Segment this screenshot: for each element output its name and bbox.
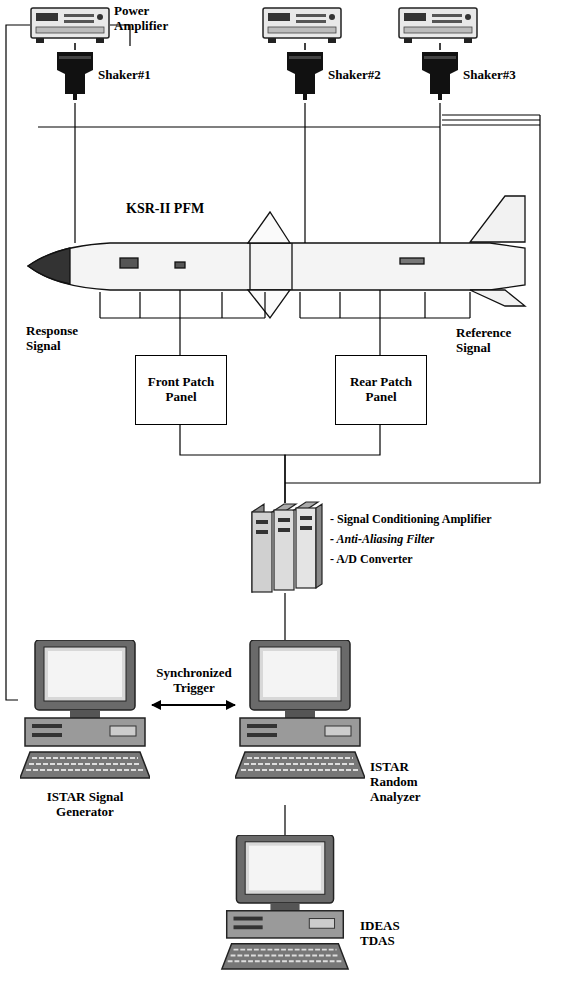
signal-line	[304, 103, 305, 243]
shaker: Shaker#1	[52, 48, 164, 103]
signal-line	[74, 103, 75, 243]
node-text: ISTAR Signal Generator	[28, 790, 142, 820]
signal-line	[152, 704, 235, 706]
edge-label: Synchronized Trigger	[144, 666, 244, 696]
shaker: Shaker#2	[282, 48, 394, 103]
node-text: Front Patch Panel	[140, 375, 222, 405]
rocket: KSR-II PFM	[28, 243, 525, 290]
signal-line	[379, 290, 380, 355]
node-text: ISTAR Random Analyzer	[370, 760, 450, 805]
node-text: Shaker#1	[98, 68, 151, 83]
node-text: Shaker#2	[328, 68, 381, 83]
node-text: - Anti-Aliasing Filter	[330, 533, 434, 547]
signal-line	[180, 425, 285, 503]
node-text: IDEAS TDAS	[360, 919, 430, 949]
node-text: - Signal Conditioning Amplifier	[330, 513, 492, 527]
amplifier-label: Power Amplifier	[114, 4, 186, 34]
computer: IDEAS TDAS	[220, 835, 520, 973]
patch-panel: Front Patch Panel	[135, 355, 227, 425]
node-text: - A/D Converter	[330, 553, 413, 567]
signal-label: Response Signal	[26, 324, 96, 354]
signal-line	[284, 805, 285, 835]
signal-conditioner: - Signal Conditioning Amplifier - Anti-Al…	[248, 503, 540, 593]
shaker: Shaker#3	[417, 48, 529, 103]
signal-line	[284, 593, 285, 640]
node-text: Shaker#3	[463, 68, 516, 83]
computer: ISTAR Signal Generator	[18, 640, 152, 840]
signal-line	[179, 290, 180, 355]
signal-line	[439, 103, 440, 243]
signal-label: Reference Signal	[456, 326, 534, 356]
computer: ISTAR Random Analyzer	[235, 640, 540, 805]
node-text: Rear Patch Panel	[340, 375, 422, 405]
signal-line	[285, 425, 380, 503]
node-text: KSR-II PFM	[126, 201, 204, 217]
patch-panel: Rear Patch Panel	[335, 355, 427, 425]
